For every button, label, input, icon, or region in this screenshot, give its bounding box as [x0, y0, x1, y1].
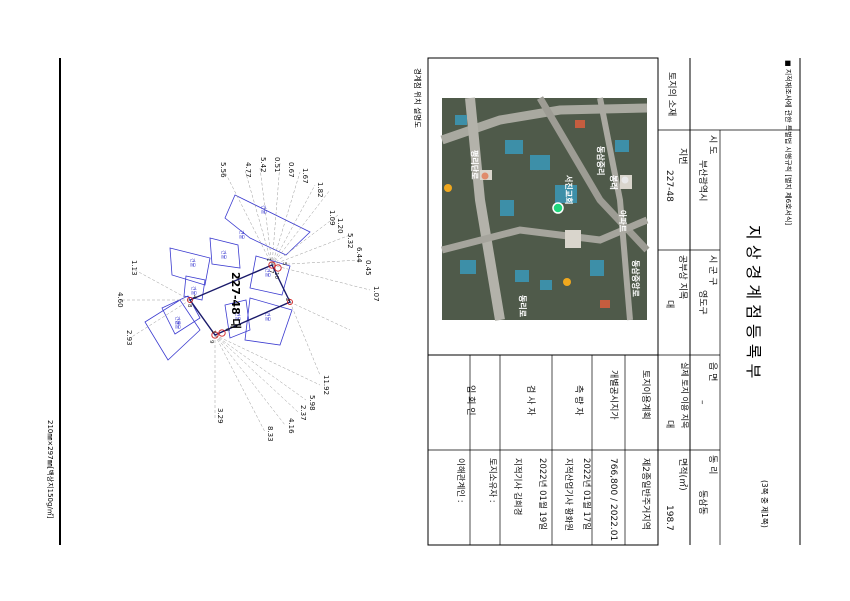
distance-label: 2.37	[299, 405, 307, 421]
map-label: 평리단로	[470, 150, 480, 180]
building-label: 건물	[189, 258, 196, 268]
area-value: 198.7	[664, 505, 674, 531]
location-marker-icon	[552, 202, 564, 214]
distance-label: 1.13	[130, 260, 138, 276]
distance-label: 1.67	[301, 168, 309, 184]
boundary-point-number: 3	[210, 330, 216, 334]
distance-label: 5.98	[308, 395, 316, 411]
distance-label: 4.60	[116, 292, 124, 308]
page-title: 지 상 경 계 점 등 록 부	[744, 225, 763, 378]
distance-label: 0.67	[287, 162, 295, 178]
jibeon-label: 지번	[677, 148, 688, 165]
map-label: 동삼중리	[596, 146, 606, 175]
eupmyeon-label: 읍 면	[707, 362, 718, 381]
sido-label: 시 도	[707, 135, 718, 154]
subject-parcel	[188, 264, 291, 336]
plan-value: 제2종일반주거지역	[640, 458, 651, 530]
poi-icon	[621, 176, 629, 184]
jimok-value: 대	[664, 300, 675, 308]
building-label: 건물	[260, 205, 267, 215]
actual-use-value: 대	[664, 420, 675, 428]
building-label: 건물	[264, 268, 271, 278]
price-label: 개별공시지가	[608, 370, 619, 420]
map-label: 동리로	[518, 295, 528, 318]
boundary-point-number: 7	[268, 270, 274, 274]
plan-label: 토지이용계획	[640, 370, 652, 420]
boundary-point-number: 1	[265, 258, 271, 262]
witness-value: 이해관계인 :	[455, 458, 466, 503]
actual-use-label: 실제 토지 이용 지목	[680, 362, 690, 429]
page-count: (3쪽 중 제1쪽)	[760, 480, 769, 528]
map-label: 동삼중앙로	[631, 260, 641, 297]
inspector-label: 검 사 자	[525, 385, 537, 416]
eupmyeon-value: –	[697, 400, 707, 405]
building-label: 건물	[234, 312, 241, 322]
dongri-label: 동 리	[707, 455, 718, 474]
actual-use-label-text: 실제 토지 이용 지목	[680, 362, 690, 429]
boundary-point-number: 10	[273, 272, 279, 279]
distance-label: 8.33	[266, 426, 274, 442]
distance-label: 11.92	[322, 375, 330, 395]
sigungu-label: 시 군 구	[707, 255, 718, 286]
inspector-date: 2022년 01월 19일	[537, 458, 548, 530]
jimok-label: 공부상 지목	[677, 255, 688, 299]
distance-label: 0.45	[364, 260, 372, 276]
surveyor-date: 2022년 01월 17일	[581, 458, 592, 530]
distance-label: 3.29	[216, 408, 224, 424]
area-label: 면적(㎡)	[677, 458, 689, 491]
dongri-value: 동삼동	[697, 490, 708, 515]
surveyor-label: 측 량 자	[573, 385, 585, 416]
diagram-caption: 경계점 위치 설명도	[413, 68, 423, 128]
map-label: 아파트	[618, 210, 628, 233]
poi-icon	[444, 184, 452, 192]
distance-label: 1.82	[316, 182, 324, 198]
distance-label: 0.51	[273, 157, 281, 173]
distance-label: 5.32	[346, 233, 354, 249]
sido-value: 부산광역시	[697, 160, 709, 201]
distance-label: 5.42	[259, 157, 267, 173]
jibeon-value: 227-48	[664, 170, 674, 202]
witness-label: 입 회 인	[465, 385, 477, 416]
distance-label: 4.16	[287, 418, 295, 434]
owner-label: 토지소유자 :	[487, 458, 497, 503]
poi-icon	[563, 278, 571, 286]
boundary-point-number: 4	[191, 295, 197, 299]
parcel-label: 227-48 대	[229, 272, 243, 329]
building-label: 건물	[174, 316, 181, 326]
boundary-point-number: 9	[208, 340, 214, 344]
boundary-point-number: 6	[224, 328, 230, 332]
building-label: 건물	[264, 312, 271, 322]
sigungu-value: 영도구	[697, 290, 708, 315]
building-label: 건물	[220, 250, 227, 260]
price-value: 766,800 / 2022.01	[608, 458, 618, 541]
distance-label: 6.44	[355, 247, 363, 263]
map-label: 봉래	[609, 175, 619, 190]
poi-icon	[481, 172, 489, 180]
distance-label: 2.93	[125, 330, 133, 346]
boundary-point-number: 8	[186, 304, 192, 308]
building-label: 건물	[238, 230, 245, 240]
distance-label: 1.07	[372, 286, 380, 302]
building-label: 건물	[174, 320, 181, 330]
boundary-point-number: 5	[281, 262, 287, 266]
boundary-point-number: 2	[284, 298, 290, 302]
distance-label: 5.56	[219, 162, 227, 178]
legal-basis: ■ 지적재조사에 관한 특별법 시행규칙 [별지 제6호서식]	[784, 60, 793, 225]
distance-label: 1.09	[328, 210, 336, 226]
map-label: 서진교회	[564, 175, 574, 204]
building-label: 건물	[190, 286, 197, 296]
distance-label: 1.20	[336, 218, 344, 234]
surveyor-name: 지적산업기사 황화원	[563, 458, 574, 531]
land-info-table	[427, 57, 800, 546]
location-label: 토지의 소재	[666, 72, 677, 116]
paper-size-note: 210㎜×297㎜[백상지150g/㎡]	[46, 420, 55, 519]
inspector-name: 지적기사 김희경	[512, 458, 523, 515]
distance-label: 4.77	[244, 162, 252, 178]
